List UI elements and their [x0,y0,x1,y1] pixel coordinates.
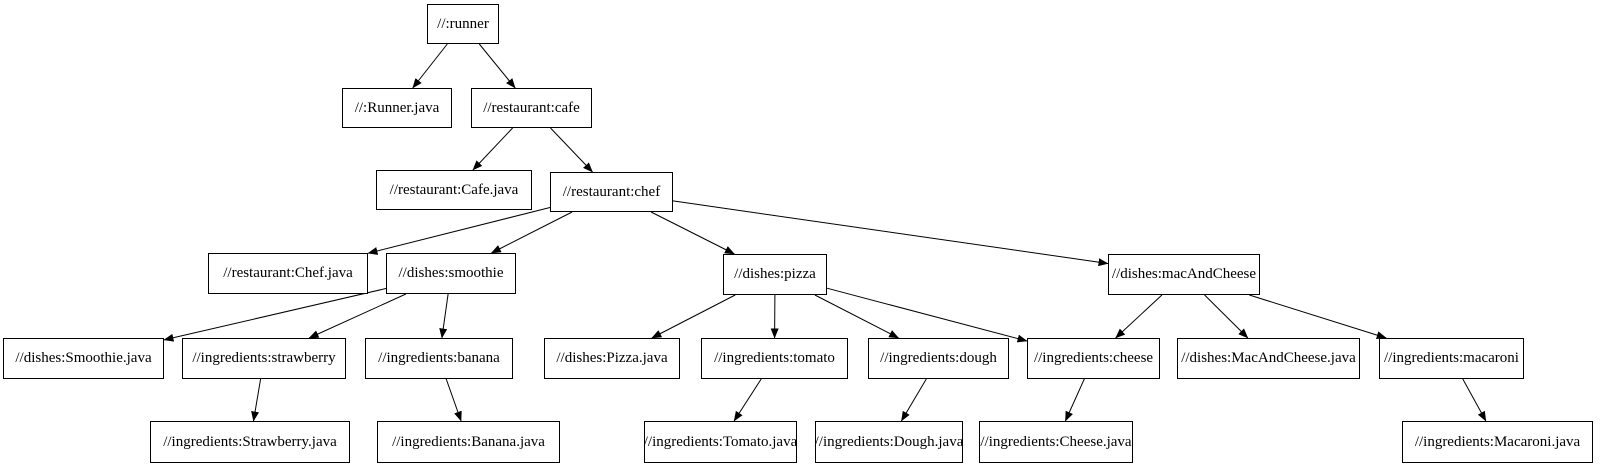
graph-node-macaroni: //ingredients:macaroni [1379,338,1524,379]
graph-node-macaroni-java: //ingredients:Macaroni.java [1402,421,1593,463]
graph-edge-macandcheese-cheese [1115,294,1163,339]
graph-node-macandcheese-java: //dishes:MacAndCheese.java [1177,338,1360,379]
graph-node-tomato: //ingredients:tomato [701,338,848,379]
graph-node-cheese-java: //ingredients:Cheese.java [979,421,1133,463]
graph-edge-chef-macandcheese [672,200,1109,267]
graph-edge-runner-runner_java [412,43,448,89]
graph-edge-dough-dough_java [900,378,927,422]
graph-edge-chef-smoothie [490,211,573,254]
graph-edge-cheese-cheese_java [1064,378,1085,422]
graph-node-chef: //restaurant:chef [550,172,673,212]
graph-node-smoothie: //dishes:smoothie [386,253,516,294]
graph-node-dough: //ingredients:dough [868,338,1009,379]
graph-node-runner: //:runner [427,4,499,44]
graph-edge-macaroni-macaroni_java [1462,378,1487,422]
graph-edge-pizza-pizza_java [651,294,736,339]
graph-edge-smoothie-smoothie_java [163,288,387,342]
graph-edge-runner-cafe [478,43,516,89]
graph-edge-pizza-dough [814,294,900,339]
graph-node-chef-java: //restaurant:Chef.java [208,253,368,294]
graph-node-strawberry-java: //ingredients:Strawberry.java [150,421,350,463]
graph-edge-tomato-tomato_java [733,378,762,422]
graph-edge-cafe-chef [550,127,593,173]
graph-node-smoothie-java: //dishes:Smoothie.java [3,338,164,379]
graph-node-cafe: //restaurant:cafe [471,88,592,128]
graph-node-runner-java: //:Runner.java [342,88,452,128]
graph-edge-strawberry-strawberry_java [251,378,262,422]
graph-node-pizza: //dishes:pizza [723,254,827,295]
graph-edge-smoothie-strawberry [308,293,407,339]
graph-node-dough-java: //ingredients:Dough.java [815,421,963,463]
graph-node-macandcheese: //dishes:macAndCheese [1108,254,1260,295]
graph-node-cheese: //ingredients:cheese [1027,338,1160,379]
graph-node-banana: //ingredients:banana [365,338,513,379]
graph-edge-smoothie-banana [439,293,449,339]
graph-edge-cafe-cafe_java [472,127,513,171]
graph-edge-pizza-cheese [826,287,1028,343]
graph-node-cafe-java: //restaurant:Cafe.java [376,170,532,210]
graph-node-tomato-java: //ingredients:Tomato.java [644,421,797,463]
graph-edge-macandcheese-macaroni [1249,294,1387,339]
graph-edge-chef-pizza [650,211,735,255]
graph-node-pizza-java: //dishes:Pizza.java [544,338,680,379]
graph-node-strawberry: //ingredients:strawberry [182,338,346,379]
graph-edge-chef-chef_java [367,207,551,255]
graph-edge-banana-banana_java [445,378,462,422]
graph-edge-macandcheese-macandcheese_java [1204,294,1249,339]
graph-node-banana-java: //ingredients:Banana.java [377,421,560,463]
